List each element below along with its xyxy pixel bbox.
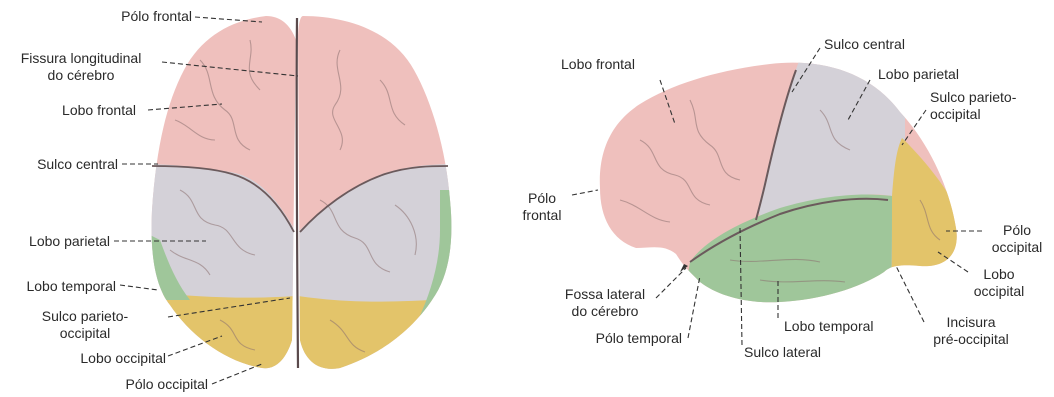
label-lobo-temporal-lat: Lobo temporal xyxy=(784,318,874,335)
label-lobo-occipital-lat-line2: occipital xyxy=(966,283,1032,300)
label-sulco-parieto-occipital-sup: Sulco parieto- occipital xyxy=(10,308,160,342)
label-lobo-frontal-lat: Lobo frontal xyxy=(561,56,635,73)
label-sulco-po-lat-line2: occipital xyxy=(930,106,1016,123)
label-polo-occipital-lat-line2: occipital xyxy=(984,239,1050,256)
label-fossa-line2: do cérebro xyxy=(548,303,662,320)
label-polo-occipital-lat: Pólo occipital xyxy=(984,222,1050,256)
label-lobo-frontal-sup: Lobo frontal xyxy=(62,102,136,119)
label-lobo-occipital-lat-line1: Lobo xyxy=(966,266,1032,283)
label-fissura-line1: Fissura longitudinal xyxy=(6,50,156,67)
label-lobo-temporal-sup: Lobo temporal xyxy=(26,278,116,295)
label-sulco-parieto-occipital-lat: Sulco parieto- occipital xyxy=(930,89,1016,123)
label-fossa-lateral: Fossa lateral do cérebro xyxy=(548,286,662,320)
lateral-brain xyxy=(590,50,970,320)
label-polo-frontal-sup: Pólo frontal xyxy=(121,8,192,25)
sup-right-occipital-region xyxy=(298,296,460,397)
label-polo-frontal-lat: Pólo frontal xyxy=(514,190,570,224)
label-polo-frontal-lat-line2: frontal xyxy=(514,207,570,224)
label-polo-temporal: Pólo temporal xyxy=(596,330,682,347)
label-lobo-parietal-sup: Lobo parietal xyxy=(29,233,110,250)
label-polo-frontal-lat-line1: Pólo xyxy=(514,190,570,207)
label-fossa-line1: Fossa lateral xyxy=(548,286,662,303)
longitudinal-fissure xyxy=(297,18,298,368)
label-sulco-lateral: Sulco lateral xyxy=(744,344,821,361)
label-lobo-occipital-lat: Lobo occipital xyxy=(966,266,1032,300)
label-sulco-central-lat: Sulco central xyxy=(824,36,905,53)
label-lobo-occipital-sup: Lobo occipital xyxy=(80,350,166,367)
label-fissura-longitudinal: Fissura longitudinal do cérebro xyxy=(6,50,156,84)
label-polo-occipital-lat-line1: Pólo xyxy=(984,222,1050,239)
label-incisura-line2: pré-occipital xyxy=(916,331,1026,348)
label-polo-occipital-sup: Pólo occipital xyxy=(126,376,209,393)
superior-right-hemisphere xyxy=(296,0,466,397)
label-sulco-central-sup: Sulco central xyxy=(37,156,118,173)
superior-left-hemisphere xyxy=(140,0,310,397)
label-sulco-po-sup-line2: occipital xyxy=(10,325,160,342)
label-sulco-po-sup-line1: Sulco parieto- xyxy=(10,308,160,325)
label-fissura-line2: do cérebro xyxy=(6,67,156,84)
label-incisura-pre-occipital: Incisura pré-occipital xyxy=(916,314,1026,348)
label-lobo-parietal-lat: Lobo parietal xyxy=(878,66,959,83)
label-incisura-line1: Incisura xyxy=(916,314,1026,331)
label-sulco-po-lat-line1: Sulco parieto- xyxy=(930,89,1016,106)
